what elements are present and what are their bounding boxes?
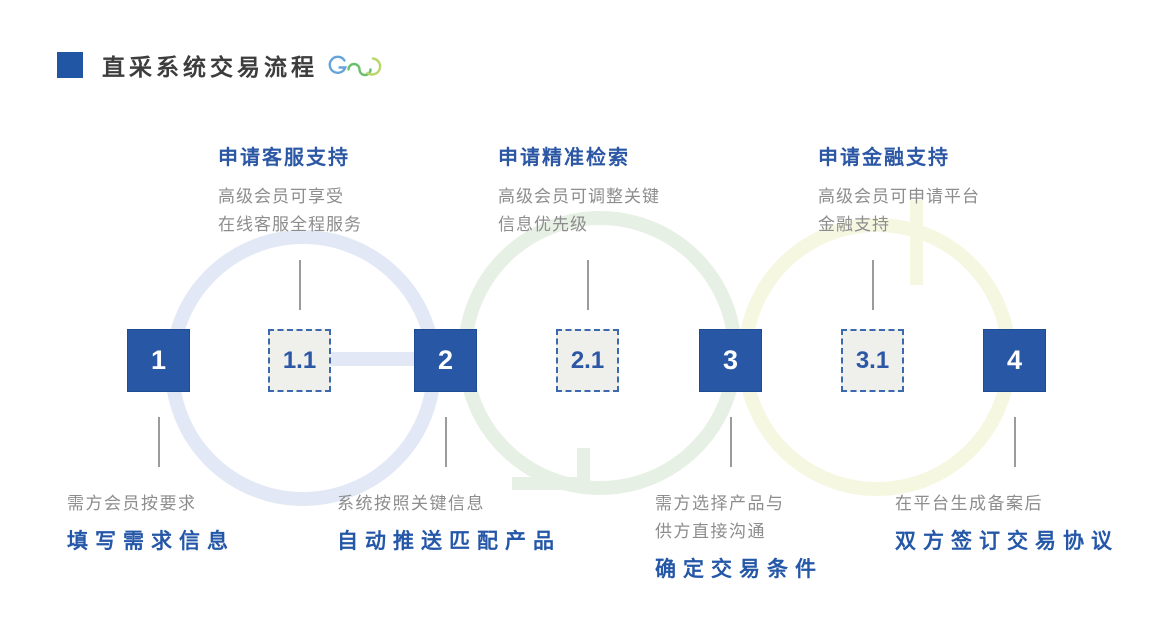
feature-desc-line: 高级会员可调整关键 <box>498 187 660 206</box>
step-label: 3 <box>722 345 739 375</box>
outcome-highlight: 自动推送匹配产品 <box>337 530 561 553</box>
outcome-highlight: 确定交易条件 <box>655 558 823 581</box>
connector-line-up-3-1 <box>872 260 874 310</box>
step-label: 4 <box>1006 345 1023 375</box>
connector-line-down-4 <box>1014 417 1016 467</box>
decor-green-crossbar <box>512 477 590 490</box>
feature-desc-line: 高级会员可享受 <box>218 187 344 206</box>
feature-block-precise-search: 申请精准检索 高级会员可调整关键 信息优先级 <box>498 141 660 239</box>
connector-line-down-3 <box>730 417 732 467</box>
connector-line-down-2 <box>445 417 447 467</box>
outcome-desc-line: 在平台生成备案后 <box>895 494 1043 513</box>
outcome-desc-line: 供方直接沟通 <box>655 522 766 541</box>
step-box-1: 1 <box>127 329 190 392</box>
gnd-chain-logo-icon <box>328 55 382 77</box>
feature-desc-line: 信息优先级 <box>498 215 588 234</box>
outcome-block-1: 需方会员按要求 填写需求信息 <box>67 490 235 555</box>
feature-title: 申请金融支持 <box>818 147 950 169</box>
outcome-block-2: 系统按照关键信息 自动推送匹配产品 <box>337 490 561 555</box>
feature-desc-line: 高级会员可申请平台 <box>818 187 980 206</box>
feature-title: 申请客服支持 <box>218 147 350 169</box>
feature-desc-line: 在线客服全程服务 <box>218 215 362 234</box>
step-label: 2.1 <box>570 346 605 374</box>
outcome-block-4: 在平台生成备案后 双方签订交易协议 <box>895 490 1119 555</box>
outcome-highlight: 填写需求信息 <box>67 530 235 553</box>
step-label: 2 <box>437 345 454 375</box>
outcome-highlight: 双方签订交易协议 <box>895 530 1119 553</box>
step-label: 1 <box>150 345 167 375</box>
feature-block-financial-support: 申请金融支持 高级会员可申请平台 金融支持 <box>818 141 980 239</box>
outcome-desc-line: 系统按照关键信息 <box>337 494 485 513</box>
step-box-4: 4 <box>983 329 1046 392</box>
step-label: 3.1 <box>855 346 890 374</box>
outcome-block-3: 需方选择产品与 供方直接沟通 确定交易条件 <box>655 490 823 583</box>
connector-line-up-2-1 <box>587 260 589 310</box>
connector-line-down-1 <box>158 417 160 467</box>
step-box-2-1: 2.1 <box>556 329 619 392</box>
feature-block-customer-service: 申请客服支持 高级会员可享受 在线客服全程服务 <box>218 141 362 239</box>
step-box-3-1: 3.1 <box>841 329 904 392</box>
step-box-2: 2 <box>414 329 477 392</box>
step-box-1-1: 1.1 <box>268 329 331 392</box>
outcome-desc-line: 需方选择产品与 <box>655 494 785 513</box>
step-label: 1.1 <box>282 346 317 374</box>
header: 直采系统交易流程 <box>57 47 386 83</box>
step-box-3: 3 <box>699 329 762 392</box>
page-title: 直采系统交易流程 <box>102 54 318 80</box>
feature-desc-line: 金融支持 <box>818 215 890 234</box>
outcome-desc-line: 需方会员按要求 <box>67 494 197 513</box>
decor-yellow-stem <box>910 200 923 285</box>
connector-line-up-1-1 <box>299 260 301 310</box>
title-bullet-square <box>57 52 83 78</box>
feature-title: 申请精准检索 <box>498 147 630 169</box>
decor-green-stub <box>577 448 590 490</box>
